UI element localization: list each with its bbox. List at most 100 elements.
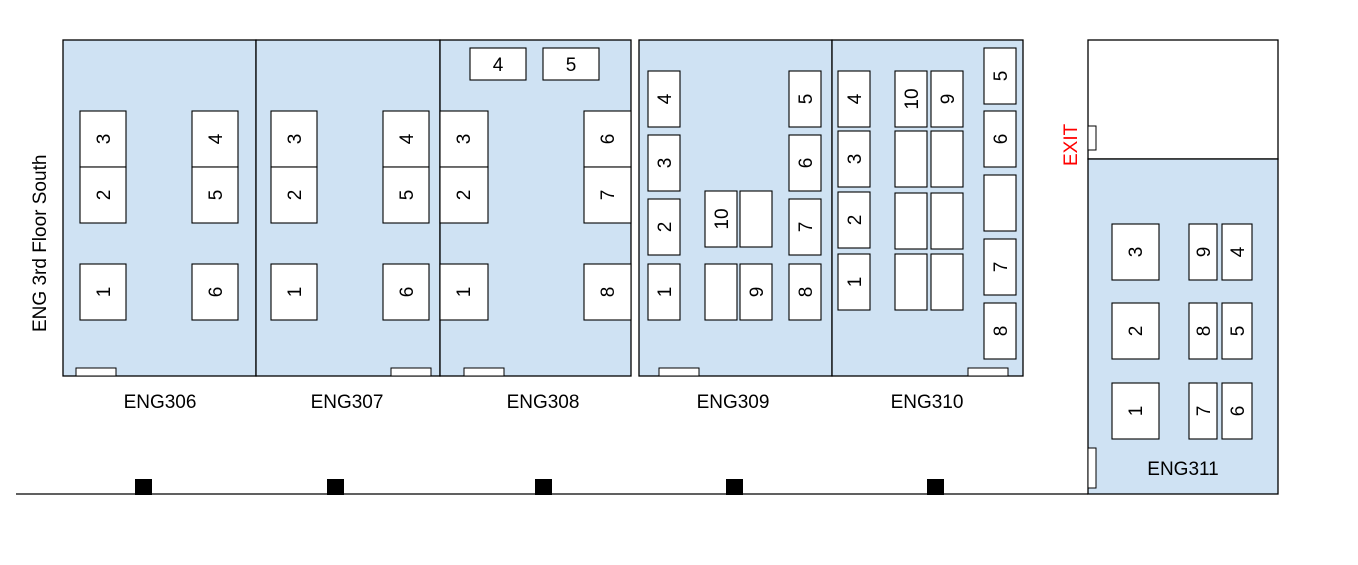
svg-text:9: 9 <box>747 287 768 298</box>
room-eng311: 3 2 1 9 4 8 5 7 6 ENG311 <box>1087 39 1279 495</box>
svg-text:5: 5 <box>796 94 817 105</box>
desk[interactable]: 4 <box>1221 223 1253 281</box>
desk[interactable] <box>930 253 964 311</box>
svg-text:4: 4 <box>845 93 866 104</box>
room-eng309: 4 3 2 1 10 9 5 6 7 8 ENG309 <box>638 39 833 413</box>
desk[interactable]: 6 <box>382 263 430 321</box>
exit-label: EXIT <box>1061 123 1082 166</box>
svg-text:1: 1 <box>655 287 676 298</box>
svg-text:2: 2 <box>845 215 866 226</box>
desk[interactable]: 4 <box>382 110 430 168</box>
desk[interactable]: 5 <box>191 166 239 224</box>
svg-text:1: 1 <box>94 287 115 298</box>
desk[interactable]: 1 <box>837 253 871 311</box>
svg-text:3: 3 <box>845 154 866 165</box>
desk[interactable]: 2 <box>647 198 681 256</box>
desk[interactable]: 2 <box>270 166 318 224</box>
desk[interactable] <box>930 130 964 188</box>
desk[interactable]: 5 <box>382 166 430 224</box>
desk[interactable]: 6 <box>583 110 632 168</box>
desk[interactable]: 5 <box>542 47 600 81</box>
desk[interactable]: 8 <box>1188 302 1218 360</box>
desk[interactable]: 1 <box>270 263 318 321</box>
svg-text:8: 8 <box>1194 326 1215 337</box>
svg-text:3: 3 <box>454 134 475 145</box>
door <box>1087 125 1097 151</box>
desk[interactable] <box>739 190 773 248</box>
desk[interactable] <box>894 253 928 311</box>
svg-text:3: 3 <box>1126 247 1147 258</box>
svg-text:6: 6 <box>206 287 227 298</box>
desk[interactable]: 4 <box>191 110 239 168</box>
desk[interactable]: 9 <box>739 263 773 321</box>
desk[interactable]: 8 <box>788 263 822 321</box>
pillar <box>927 479 944 495</box>
svg-text:8: 8 <box>991 326 1012 337</box>
desk[interactable]: 7 <box>788 198 822 256</box>
desk[interactable] <box>930 192 964 250</box>
desk[interactable]: 10 <box>704 190 738 248</box>
pillar <box>327 479 344 495</box>
desk[interactable]: 4 <box>837 70 871 128</box>
desk[interactable]: 6 <box>191 263 239 321</box>
svg-text:7: 7 <box>991 262 1012 273</box>
svg-text:6: 6 <box>1228 406 1249 417</box>
desk[interactable]: 3 <box>270 110 318 168</box>
desk[interactable]: 2 <box>1111 302 1160 360</box>
svg-text:7: 7 <box>796 222 817 233</box>
desk[interactable]: 9 <box>930 70 964 128</box>
desk[interactable]: 6 <box>983 110 1017 168</box>
desk[interactable]: 8 <box>583 263 632 321</box>
door <box>390 367 432 377</box>
pillar <box>535 479 552 495</box>
svg-text:10: 10 <box>902 88 923 109</box>
desk[interactable]: 4 <box>647 70 681 128</box>
svg-text:4: 4 <box>1228 246 1249 257</box>
svg-text:8: 8 <box>796 287 817 298</box>
desk[interactable]: 7 <box>1188 382 1218 440</box>
room-label: ENG306 <box>124 392 197 413</box>
desk[interactable]: 5 <box>983 47 1017 105</box>
desk[interactable]: 5 <box>1221 302 1253 360</box>
svg-text:2: 2 <box>655 222 676 233</box>
desk[interactable]: 3 <box>79 110 127 168</box>
desk[interactable]: 3 <box>837 130 871 188</box>
desk[interactable] <box>894 130 928 188</box>
svg-text:2: 2 <box>454 190 475 201</box>
desk[interactable]: 5 <box>788 70 822 128</box>
svg-text:3: 3 <box>94 134 115 145</box>
desk[interactable]: 7 <box>583 166 632 224</box>
desk[interactable]: 3 <box>647 134 681 192</box>
desk[interactable]: 2 <box>837 191 871 249</box>
svg-text:1: 1 <box>285 287 306 298</box>
door <box>967 367 1009 377</box>
desk[interactable]: 7 <box>983 238 1017 296</box>
desk[interactable]: 3 <box>439 110 489 168</box>
desk[interactable]: 10 <box>894 70 928 128</box>
desk[interactable] <box>983 174 1017 232</box>
svg-text:1: 1 <box>845 277 866 288</box>
desk[interactable]: 1 <box>647 263 681 321</box>
desk[interactable]: 9 <box>1188 223 1218 281</box>
desk[interactable]: 2 <box>439 166 489 224</box>
svg-text:9: 9 <box>1194 247 1215 258</box>
svg-text:5: 5 <box>1228 326 1249 337</box>
desk[interactable]: 1 <box>439 263 489 321</box>
svg-text:7: 7 <box>598 190 619 201</box>
desk[interactable]: 6 <box>1221 382 1253 440</box>
desk[interactable]: 8 <box>983 302 1017 360</box>
desk[interactable] <box>894 192 928 250</box>
desk[interactable]: 4 <box>469 47 527 81</box>
room-eng307: 3 2 1 4 5 6 ENG307 <box>255 39 441 413</box>
desk[interactable]: 6 <box>788 134 822 192</box>
svg-text:6: 6 <box>796 158 817 169</box>
desk[interactable] <box>704 263 738 321</box>
desk[interactable]: 1 <box>1111 382 1160 440</box>
desk[interactable]: 1 <box>79 263 127 321</box>
svg-text:2: 2 <box>1126 326 1147 337</box>
svg-text:6: 6 <box>991 134 1012 145</box>
desk[interactable]: 2 <box>79 166 127 224</box>
desk[interactable]: 3 <box>1111 223 1160 281</box>
svg-text:5: 5 <box>566 55 577 76</box>
